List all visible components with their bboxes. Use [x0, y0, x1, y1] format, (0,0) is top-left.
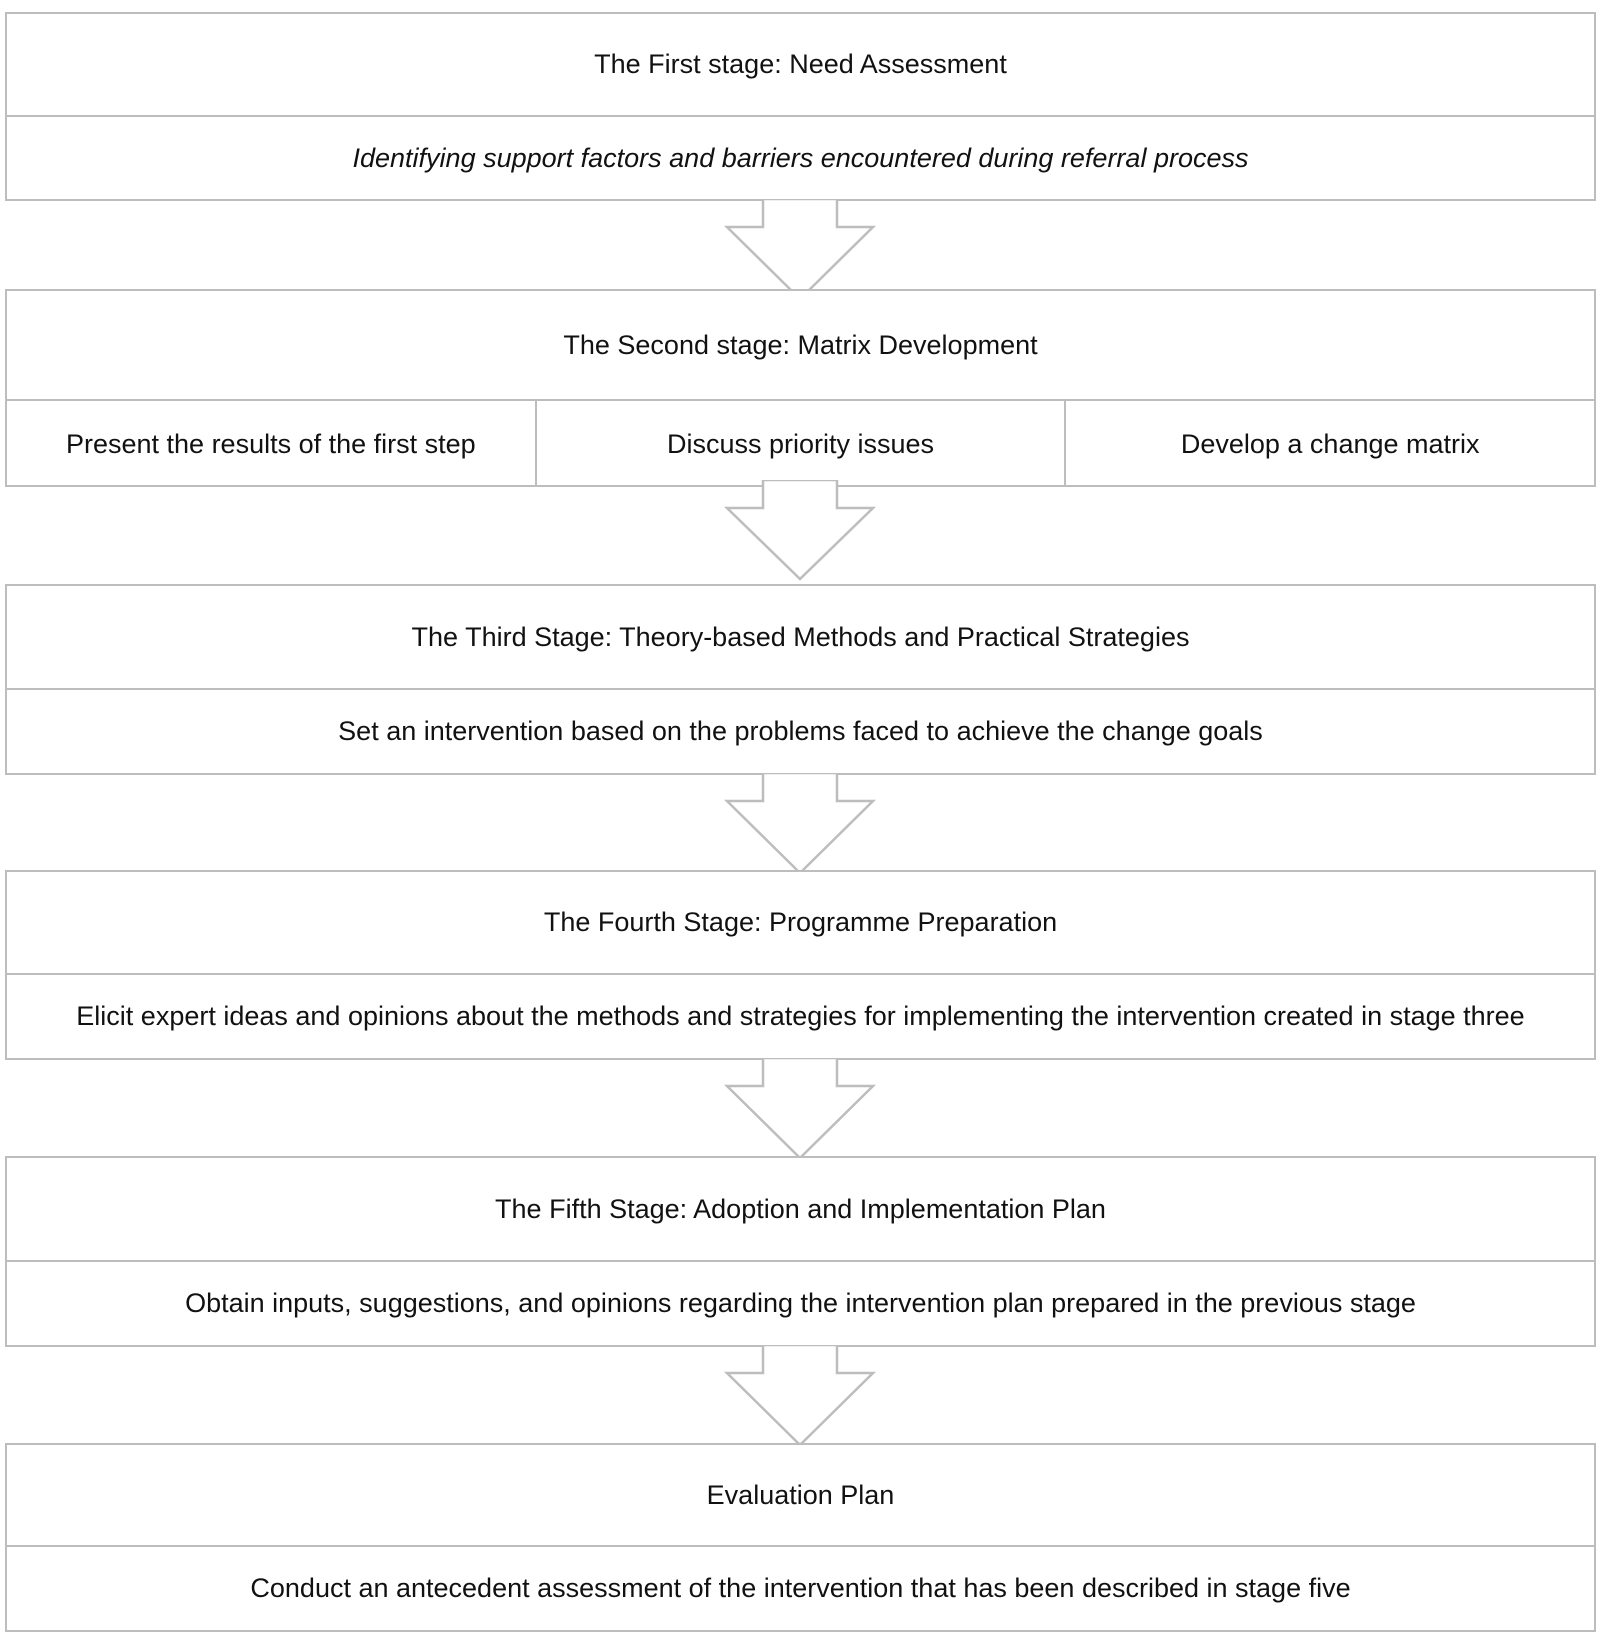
- stage-3-title: The Third Stage: Theory-based Methods an…: [411, 621, 1190, 652]
- stage-3-box: The Third Stage: Theory-based Methods an…: [5, 584, 1596, 775]
- stage-5-title: The Fifth Stage: Adoption and Implementa…: [495, 1193, 1106, 1224]
- stage-3-description: Set an intervention based on the problem…: [7, 688, 1594, 773]
- stage-5-description: Obtain inputs, suggestions, and opinions…: [7, 1260, 1594, 1345]
- stage-2-step: Discuss priority issues: [534, 401, 1065, 487]
- stage-4-description: Elicit expert ideas and opinions about t…: [7, 973, 1594, 1058]
- evaluation-description: Conduct an antecedent assessment of the …: [7, 1545, 1594, 1630]
- stage-5-box: The Fifth Stage: Adoption and Implementa…: [5, 1156, 1596, 1347]
- stage-1-title: The First stage: Need Assessment: [594, 49, 1007, 79]
- down-arrow-icon: [723, 480, 877, 581]
- stage-2-steps: Present the results of the first step Di…: [7, 399, 1594, 487]
- evaluation-title: Evaluation Plan: [706, 1479, 895, 1510]
- down-arrow-icon: [723, 199, 877, 301]
- evaluation-box: Evaluation Plan Conduct an antecedent as…: [5, 1443, 1596, 1632]
- stage-1-description: Identifying support factors and barriers…: [7, 115, 1594, 199]
- down-arrow-icon: [723, 1058, 877, 1160]
- stage-2-box: The Second stage: Matrix Development Pre…: [5, 289, 1596, 487]
- stage-2-title: The Second stage: Matrix Development: [563, 329, 1038, 360]
- down-arrow-icon: [723, 1345, 877, 1447]
- stage-4-title: The Fourth Stage: Programme Preparation: [543, 907, 1058, 937]
- stage-2-step: Present the results of the first step: [65, 428, 476, 459]
- stage-2-step: Develop a change matrix: [1064, 401, 1594, 487]
- stage-4-box: The Fourth Stage: Programme Preparation …: [5, 870, 1596, 1060]
- stage-1-box: The First stage: Need Assessment Identif…: [5, 12, 1596, 201]
- down-arrow-icon: [723, 773, 877, 875]
